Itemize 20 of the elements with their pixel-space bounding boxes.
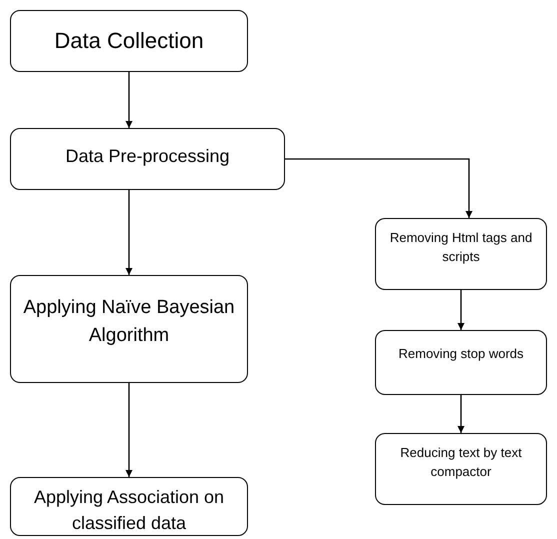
box-label: Applying Association on classified data — [32, 486, 226, 536]
box-label: Reducing text by text compactor — [399, 444, 523, 481]
arrow — [126, 190, 132, 275]
process-box — [10, 477, 248, 536]
process-box — [10, 275, 248, 383]
arrow — [126, 72, 132, 128]
process-box — [375, 433, 547, 505]
process-box — [10, 10, 248, 72]
box-label: Data Collection — [54, 27, 204, 56]
arrow — [458, 395, 464, 433]
box-label: Applying Naïve Bayesian Algorithm — [22, 296, 236, 348]
box-label: Removing Html tags and scripts — [388, 229, 534, 266]
arrow — [126, 383, 132, 477]
arrow — [285, 158, 472, 218]
process-box — [375, 330, 547, 395]
process-box — [10, 128, 285, 190]
box-label: Data Pre-processing — [65, 145, 230, 168]
arrow — [458, 290, 464, 330]
box-label: Removing stop words — [398, 345, 524, 363]
process-box — [375, 218, 547, 290]
